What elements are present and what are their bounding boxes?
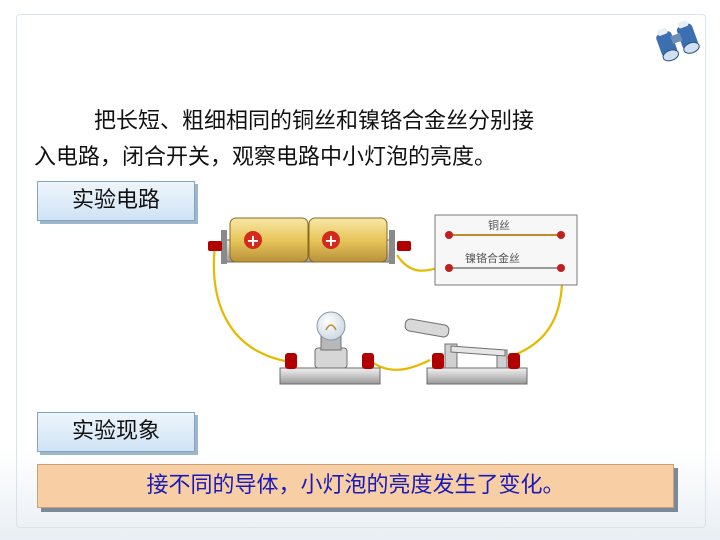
binoculars-icon	[656, 20, 700, 62]
conductor-board: 铜丝 镍铬合金丝	[434, 214, 578, 286]
result-text: 接不同的导体，小灯泡的亮度发生了变化。	[37, 464, 674, 508]
switch-handle-icon	[404, 318, 450, 338]
bulb-holder	[279, 311, 381, 385]
intro-text: 把长短、粗细相同的铜丝和镍铬合金丝分别接 入电路，闭合开关，观察电路中小灯泡的亮…	[34, 104, 694, 176]
circuit-diagram: + + 铜丝 镍铬合金丝	[208, 214, 578, 385]
battery-plus-icon	[244, 231, 262, 249]
battery-plus-icon	[322, 231, 340, 249]
intro-line-1: 把长短、粗细相同的铜丝和镍铬合金丝分别接	[94, 109, 535, 134]
experiment-phenomenon-label: 实验现象	[37, 412, 195, 452]
nichrome-wire-label: 镍铬合金丝	[465, 251, 520, 265]
light-bulb-icon	[316, 311, 346, 341]
battery-plus-symbol: +	[324, 231, 337, 250]
copper-wire-label: 铜丝	[488, 218, 510, 232]
battery-plus-symbol: +	[246, 231, 259, 250]
experiment-circuit-label: 实验电路	[37, 181, 195, 221]
knife-switch	[404, 318, 528, 385]
battery-terminal-left	[208, 241, 222, 251]
battery-terminal-right	[397, 241, 411, 251]
battery-cells: + +	[229, 217, 388, 263]
intro-line-2: 入电路，闭合开关，观察电路中小灯泡的亮度。	[34, 145, 497, 170]
